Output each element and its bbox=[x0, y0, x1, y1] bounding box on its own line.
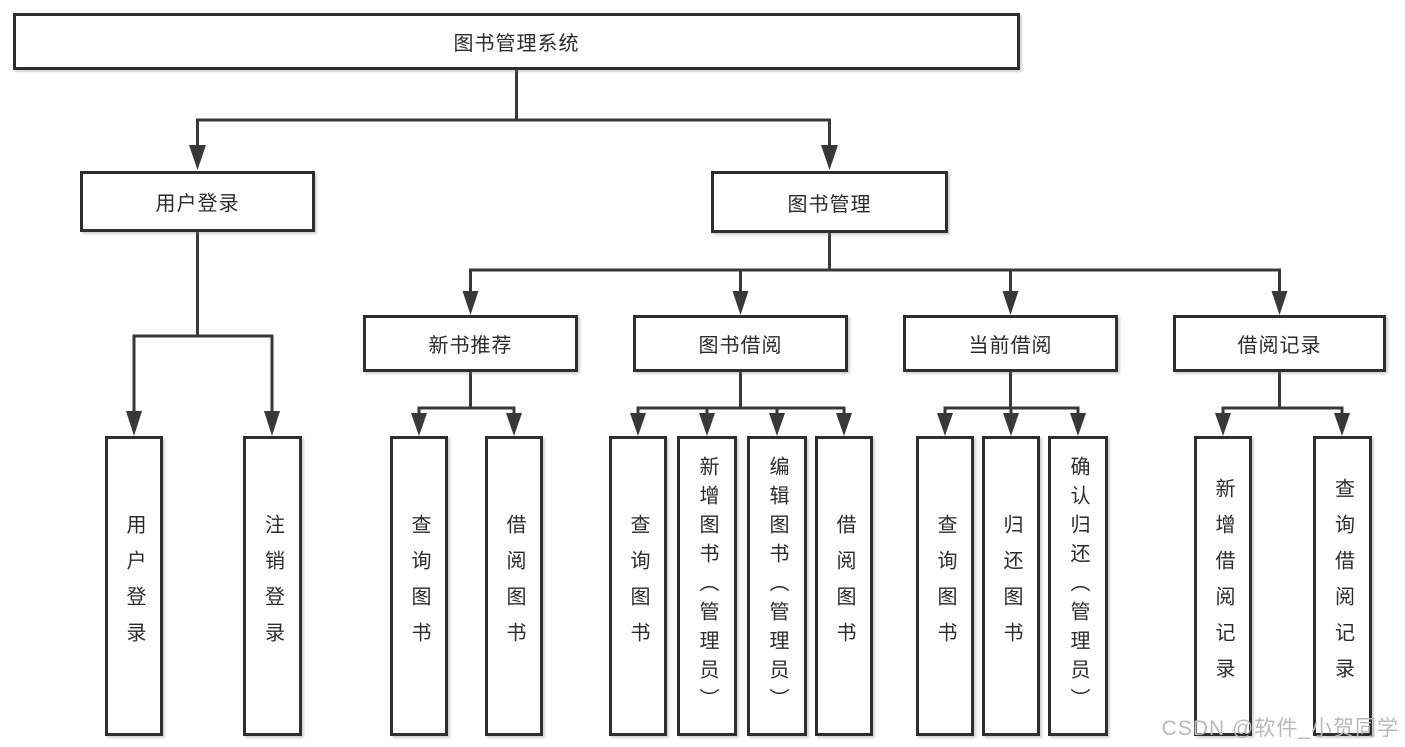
node-label: 新书推荐 bbox=[428, 335, 513, 357]
node-label: 注销登录 bbox=[261, 514, 284, 658]
node-label: 查询图书 bbox=[627, 514, 649, 658]
node-book-management-branch: 图书管理 bbox=[711, 171, 948, 233]
node-label: 图书管理系统 bbox=[453, 33, 580, 55]
leaf-user-login: 用户登录 bbox=[105, 436, 163, 736]
node-label: 查询借阅记录 bbox=[1331, 478, 1354, 694]
node-label: 归还图书 bbox=[1000, 514, 1022, 658]
node-label: 图书管理 bbox=[787, 193, 872, 216]
node-label: 新增图书（管理员） bbox=[696, 455, 718, 717]
node-label: 查询图书 bbox=[934, 514, 956, 658]
node-borrow-records: 借阅记录 bbox=[1173, 315, 1386, 372]
node-label: 新增借阅记录 bbox=[1212, 478, 1234, 694]
node-book-borrow: 图书借阅 bbox=[633, 315, 848, 372]
leaf-borrow-books: 借阅图书 bbox=[815, 436, 873, 736]
node-label: 查询图书 bbox=[408, 514, 430, 658]
node-user-login-branch: 用户登录 bbox=[80, 171, 315, 232]
node-label: 当前借阅 bbox=[968, 335, 1053, 357]
leaf-borrow-query-books: 查询图书 bbox=[609, 436, 667, 736]
node-current-borrow: 当前借阅 bbox=[903, 315, 1118, 372]
node-label: 编辑图书（管理员） bbox=[766, 455, 788, 717]
leaf-add-borrow-record: 新增借阅记录 bbox=[1194, 436, 1252, 736]
node-label: 用户登录 bbox=[123, 514, 145, 658]
arrowheads bbox=[126, 145, 1350, 436]
leaf-query-borrow-record: 查询借阅记录 bbox=[1313, 436, 1372, 736]
leaf-recommend-borrow-books: 借阅图书 bbox=[485, 436, 543, 736]
node-label: 借阅图书 bbox=[833, 514, 855, 658]
node-label: 借阅图书 bbox=[503, 514, 525, 658]
node-label: 借阅记录 bbox=[1237, 335, 1322, 357]
leaf-confirm-return-admin: 确认归还（管理员） bbox=[1048, 436, 1108, 736]
leaf-current-query-books: 查询图书 bbox=[916, 436, 974, 736]
leaf-edit-books-admin: 编辑图书（管理员） bbox=[747, 436, 807, 736]
node-new-book-recommend: 新书推荐 bbox=[363, 315, 578, 372]
leaf-return-books: 归还图书 bbox=[982, 436, 1040, 736]
leaf-add-books-admin: 新增图书（管理员） bbox=[677, 436, 737, 736]
leaf-recommend-query-books: 查询图书 bbox=[390, 436, 448, 736]
leaf-logout: 注销登录 bbox=[243, 436, 302, 736]
node-label: 确认归还（管理员） bbox=[1067, 455, 1089, 717]
node-label: 图书借阅 bbox=[698, 335, 783, 357]
node-library-management-system: 图书管理系统 bbox=[13, 13, 1020, 70]
node-label: 用户登录 bbox=[155, 193, 240, 215]
